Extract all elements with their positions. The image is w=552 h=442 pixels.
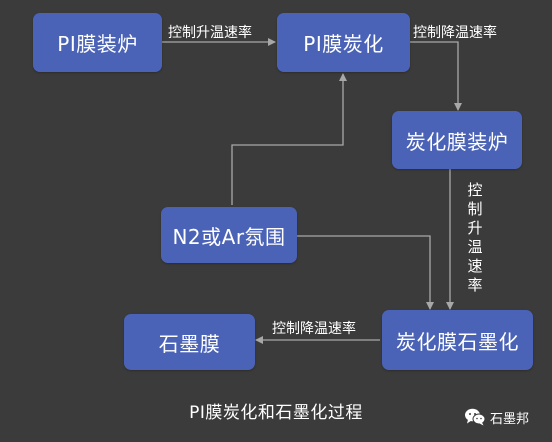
node-carbonized-film-loading: 炭化膜装炉 [392, 111, 522, 169]
watermark: 石墨邦 [464, 406, 529, 428]
watermark-text: 石墨邦 [490, 411, 530, 427]
edge-label-cooling-rate-bottom: 控制降温速率 [272, 321, 356, 337]
arrow-atmosphere-to-carbonization [231, 73, 347, 205]
node-carbonized-film-graphitization: 炭化膜石墨化 [382, 310, 533, 370]
edge-label-heating-rate-vertical: 控制升温速率 [467, 181, 483, 294]
arrow-carbonization-to-film-loading [410, 41, 462, 111]
node-pi-film-carbonization: PI膜炭化 [277, 13, 410, 72]
node-atmosphere-label: N2或Ar氛围 [172, 224, 286, 249]
node-pi-film-loading: PI膜装炉 [33, 13, 162, 72]
diagram-caption: PI膜炭化和石墨化过程 [189, 403, 363, 423]
node-carbonized-film-loading-label: 炭化膜装炉 [405, 129, 509, 154]
node-atmosphere: N2或Ar氛围 [161, 207, 297, 263]
node-graphite-film: 石墨膜 [124, 314, 255, 370]
edge-label-heating-rate-top: 控制升温速率 [168, 25, 252, 41]
node-carbonized-film-graphitization-label: 炭化膜石墨化 [396, 329, 519, 354]
node-pi-film-carbonization-label: PI膜炭化 [303, 32, 384, 56]
node-pi-film-loading-label: PI膜装炉 [57, 32, 138, 56]
arrow-atmosphere-to-graphitization [297, 235, 434, 310]
wechat-bubble-icon [465, 408, 486, 426]
node-graphite-film-label: 石墨膜 [158, 331, 221, 356]
edge-label-cooling-rate-top: 控制降温速率 [413, 25, 497, 41]
